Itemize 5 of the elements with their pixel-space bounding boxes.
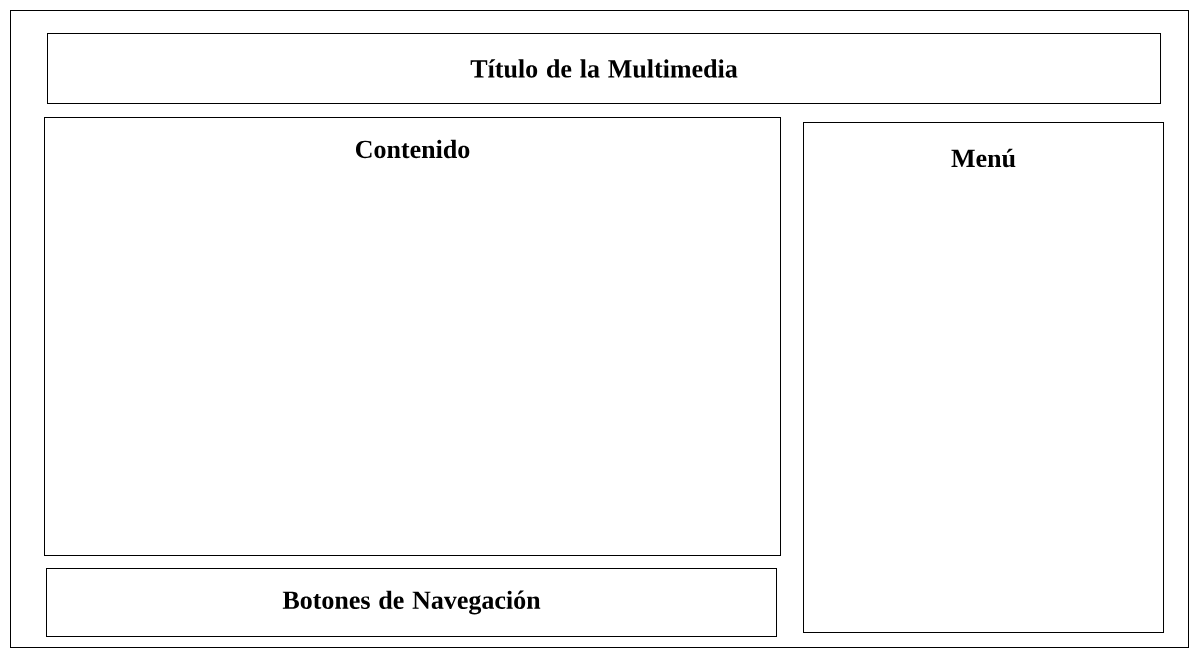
frame-box bbox=[10, 10, 1189, 648]
layout-box: Contenido bbox=[44, 117, 781, 556]
layout-box: Menú bbox=[803, 122, 1164, 633]
layout-box: Título de la Multimedia bbox=[47, 33, 1161, 104]
layout-box: Botones de Navegación bbox=[46, 568, 777, 637]
